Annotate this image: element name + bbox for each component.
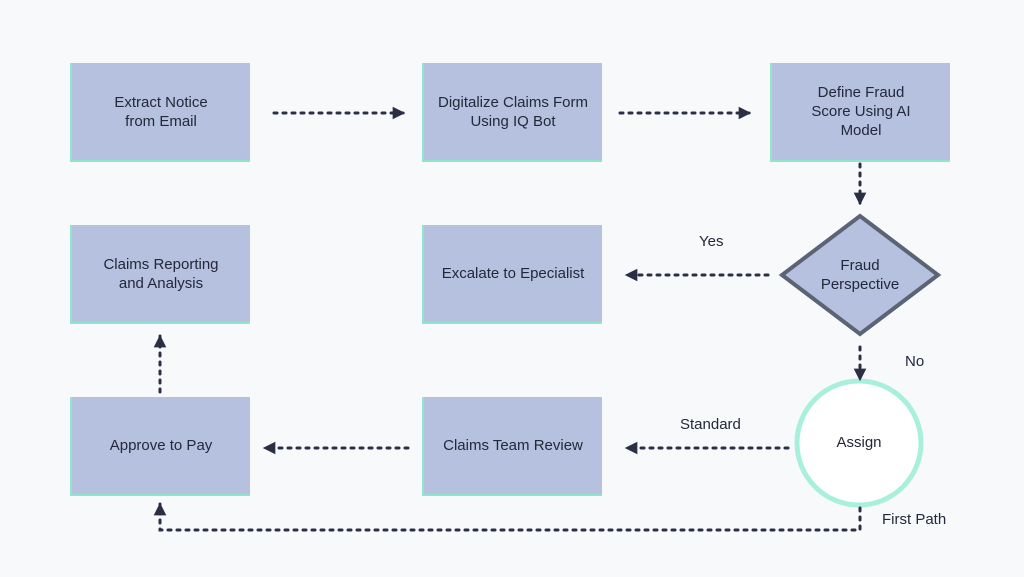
fraud-perspective-diamond	[778, 213, 942, 337]
edge-label-no: No	[905, 353, 925, 370]
node-claims-team-review: Claims Team Review	[422, 397, 602, 496]
node-extract-notice: Extract Notice from Email	[70, 63, 250, 162]
edge-label-first-path: First Path	[882, 511, 947, 528]
arrow-first-path	[153, 502, 862, 532]
fraud-perspective-label: Fraud Perspective	[820, 257, 900, 293]
edge-label-yes: Yes	[699, 233, 724, 250]
node-approve-to-pay: Approve to Pay	[70, 397, 250, 496]
node-escalate-specialist: Excalate to Epecialist	[422, 225, 602, 324]
node-digitalize-claims: Digitalize Claims Form Using IQ Bot	[422, 63, 602, 162]
assign-label: Assign	[836, 434, 882, 451]
node-claims-reporting: Claims Reporting and Analysis	[70, 225, 250, 324]
node-define-fraud-score: Define Fraud Score Using AI Model	[770, 63, 950, 162]
edge-label-standard: Standard	[680, 416, 741, 433]
